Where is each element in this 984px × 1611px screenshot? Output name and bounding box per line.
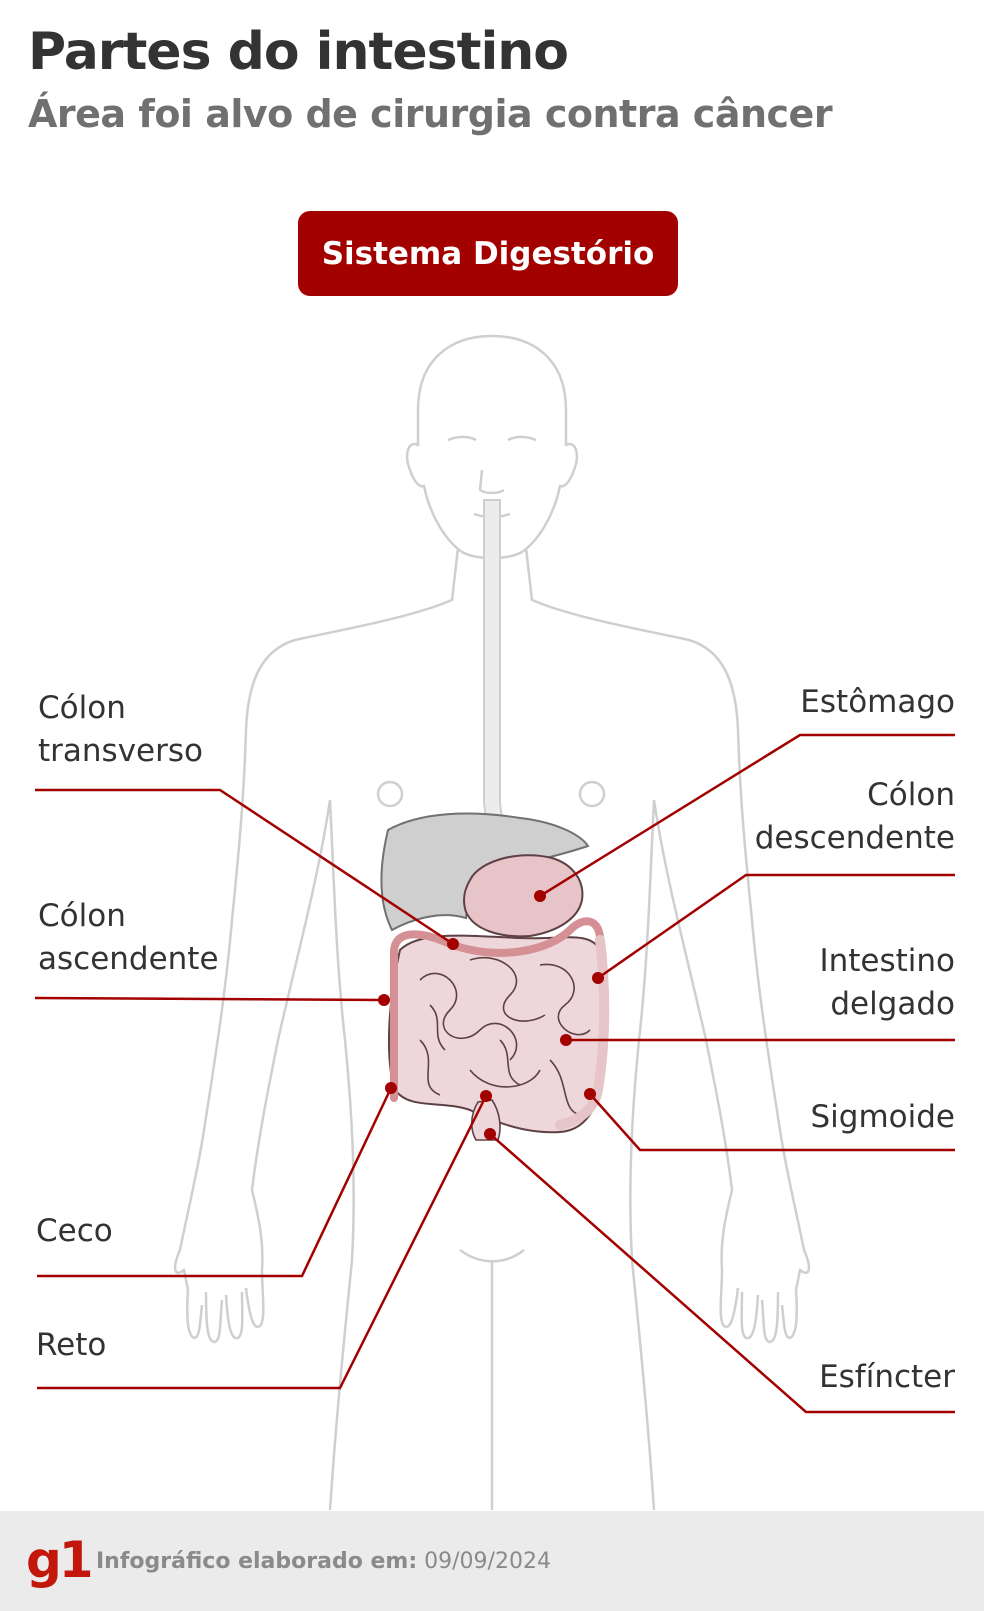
label-estomago: Estômago [800, 681, 955, 724]
crotch-line [460, 1250, 524, 1510]
right-nipple [580, 782, 604, 806]
label-esfincter: Esfíncter [819, 1356, 955, 1399]
label-line: Intestino [819, 940, 955, 983]
label-colon-descendente: Cólon descendente [755, 774, 955, 860]
label-colon-ascendente: Cólon ascendente [38, 895, 219, 981]
label-intestino-delgado: Intestino delgado [819, 940, 955, 1026]
label-ceco: Ceco [36, 1210, 113, 1253]
label-line: ascendente [38, 938, 219, 981]
esophagus [484, 500, 512, 836]
label-line: descendente [755, 817, 955, 860]
leader-colon-ascendente [35, 998, 384, 1000]
label-line: Cólon [38, 687, 203, 730]
label-line: delgado [819, 983, 955, 1026]
credit-date: 09/09/2024 [424, 1549, 551, 1574]
g1-logo: g1 [26, 1531, 91, 1589]
label-line: Cólon [38, 895, 219, 938]
label-colon-transverso: Cólon transverso [38, 687, 203, 773]
stomach [464, 855, 583, 936]
label-line: transverso [38, 730, 203, 773]
left-nipple [378, 782, 402, 806]
label-reto: Reto [36, 1324, 106, 1367]
credit-label: Infográfico elaborado em: [96, 1549, 417, 1574]
label-sigmoide: Sigmoide [811, 1096, 956, 1139]
footer: g1 Infográfico elaborado em: 09/09/2024 [0, 1511, 984, 1611]
credit-line: Infográfico elaborado em: 09/09/2024 [96, 1549, 551, 1574]
label-line: Cólon [755, 774, 955, 817]
